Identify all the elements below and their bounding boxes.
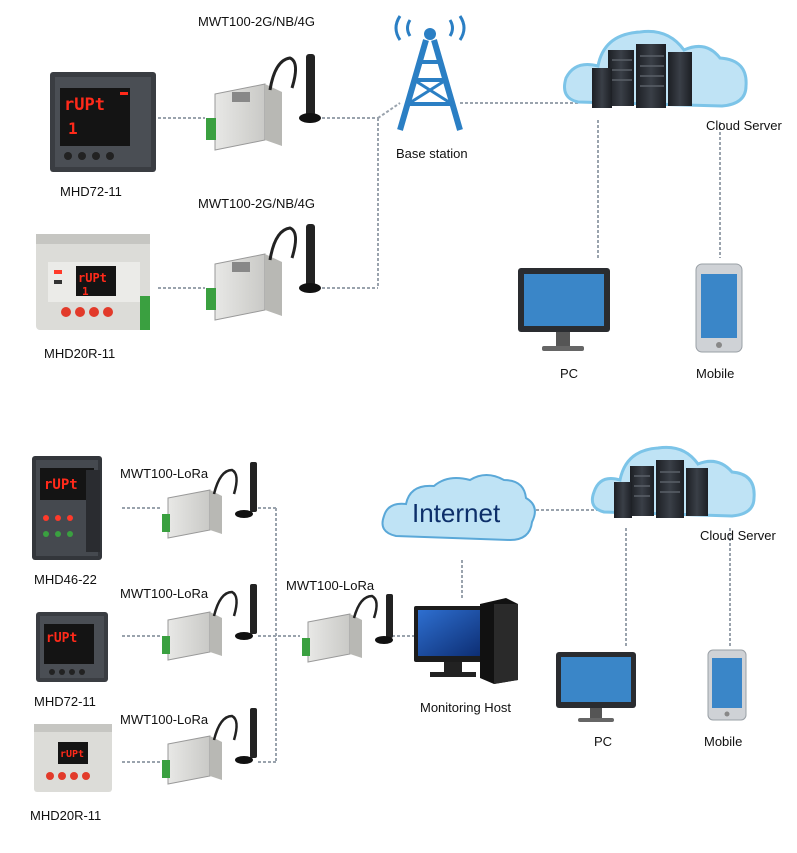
device-label: MHD72-11 bbox=[34, 694, 96, 709]
device-label: MHD72-11 bbox=[60, 184, 122, 199]
base-station-label: Base station bbox=[396, 146, 468, 161]
device-label: MHD20R-11 bbox=[44, 346, 115, 361]
pc-label: PC bbox=[560, 366, 578, 381]
mobile-phone-icon bbox=[695, 263, 743, 353]
mobile-label: Mobile bbox=[704, 734, 742, 749]
device-display-text: rUPt bbox=[78, 271, 107, 285]
base-station-tower-icon bbox=[394, 15, 466, 131]
device-display-sub: 1 bbox=[82, 285, 89, 298]
module-label: MWT100-LoRa bbox=[120, 586, 209, 601]
device-display-sub: 1 bbox=[68, 119, 78, 138]
device-display-text: rUPt bbox=[60, 749, 84, 760]
module-label: MWT100-2G/NB/4G bbox=[198, 196, 315, 211]
module-label: MWT100-2G/NB/4G bbox=[198, 14, 315, 29]
pc-monitor-icon bbox=[556, 652, 636, 722]
cloud-server-label: Cloud Server bbox=[706, 118, 783, 133]
device-mhd72-11-bottom: rUPt bbox=[36, 612, 108, 682]
bottom-connectors bbox=[122, 507, 731, 763]
module-label: MWT100-LoRa bbox=[120, 712, 209, 727]
monitoring-host-icon bbox=[414, 598, 518, 684]
monitoring-host-label: Monitoring Host bbox=[420, 700, 511, 715]
device-mhd46-22: rUPt bbox=[32, 456, 102, 560]
lora-module-2 bbox=[162, 584, 257, 661]
device-mhd72-11-top: rUPt 1 bbox=[50, 72, 156, 172]
mobile-phone-icon bbox=[707, 649, 747, 721]
cloud-server-icon bbox=[563, 29, 748, 108]
mobile-label: Mobile bbox=[696, 366, 734, 381]
top-connectors bbox=[158, 102, 721, 289]
device-display-text: rUPt bbox=[46, 631, 77, 646]
device-label: MHD20R-11 bbox=[30, 808, 101, 823]
internet-cloud-icon: Internet bbox=[381, 474, 536, 542]
device-display-text: rUPt bbox=[64, 95, 105, 115]
internet-label: Internet bbox=[412, 498, 501, 528]
wireless-module-top-1 bbox=[206, 54, 321, 151]
pc-monitor-icon bbox=[518, 268, 610, 351]
lora-module-1 bbox=[162, 462, 257, 539]
device-display-text: rUPt bbox=[44, 477, 78, 493]
lora-module-3 bbox=[162, 708, 257, 785]
device-label: MHD46-22 bbox=[34, 572, 97, 587]
device-mhd20r-11-top: rUPt 1 bbox=[36, 234, 150, 330]
hub-module-label: MWT100-LoRa bbox=[286, 578, 375, 593]
wireless-module-top-2 bbox=[206, 224, 321, 321]
cloud-server-icon bbox=[590, 445, 756, 518]
device-mhd20r-11-bottom: rUPt bbox=[34, 724, 112, 792]
module-label: MWT100-LoRa bbox=[120, 466, 209, 481]
cloud-server-label: Cloud Server bbox=[700, 528, 777, 543]
pc-label: PC bbox=[594, 734, 612, 749]
lora-hub-module bbox=[302, 594, 393, 663]
